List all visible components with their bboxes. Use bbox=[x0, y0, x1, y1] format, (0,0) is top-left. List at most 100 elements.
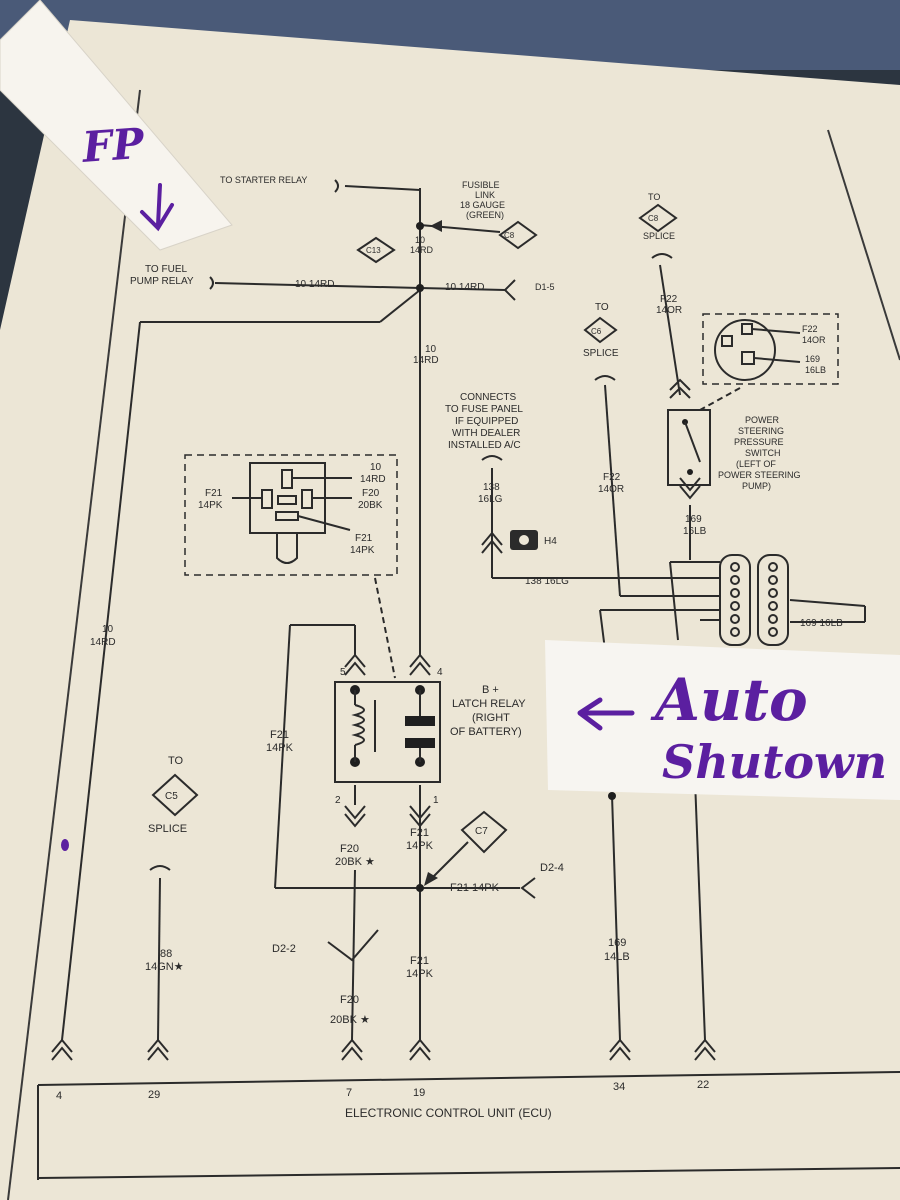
label-16lg: 16LG bbox=[478, 494, 503, 505]
label-detail-20bk: 20BK bbox=[358, 500, 383, 511]
label-wire-10-14rd-left: 10 14RD bbox=[295, 279, 334, 290]
label-14pk-a: 14PK bbox=[406, 840, 434, 852]
paper-page bbox=[0, 20, 900, 1200]
label-f20-a: F20 bbox=[340, 843, 359, 855]
ps-switch-detail bbox=[667, 313, 839, 486]
label-14pk-b: 14PK bbox=[406, 968, 434, 980]
label-10-mid: 10 bbox=[425, 344, 437, 355]
c7-pointer bbox=[427, 841, 469, 883]
label-detail-14pk: 14PK bbox=[198, 500, 223, 511]
label-ps-16lb: 16LB bbox=[805, 365, 826, 375]
label-14lb-bottom: 14LB bbox=[604, 951, 630, 963]
ecu-pin-29: 29 bbox=[148, 1089, 160, 1101]
h4-connector bbox=[510, 530, 538, 550]
ink-mark bbox=[61, 839, 69, 851]
ecu-box bbox=[37, 1071, 900, 1180]
fp-down-arrow-icon bbox=[140, 183, 174, 232]
fp-sticky-note: FP bbox=[0, 0, 233, 251]
label-connects-3: IF EQUIPPED bbox=[455, 416, 518, 427]
page-border-left bbox=[7, 89, 141, 1200]
ecu-pin-19: 19 bbox=[413, 1087, 425, 1099]
label-20bk-a: 20BK ★ bbox=[335, 856, 375, 868]
label-fusible-2: LINK bbox=[475, 190, 495, 200]
left-arrow-icon bbox=[577, 697, 635, 731]
diamond-c6: C6 bbox=[591, 327, 602, 336]
junction-dots bbox=[416, 222, 616, 892]
c7-arrowhead bbox=[424, 872, 438, 886]
latch-relay bbox=[334, 681, 441, 783]
label-ps-4: SWITCH bbox=[745, 448, 781, 458]
label-f21-b: F21 bbox=[410, 955, 429, 967]
label-14gn: 14GN★ bbox=[145, 961, 184, 973]
fusible-arrow bbox=[430, 220, 442, 232]
label-connects-1: CONNECTS bbox=[460, 392, 516, 403]
label-ps-7: PUMP) bbox=[742, 481, 771, 491]
diamond-c8-a: C8 bbox=[504, 231, 515, 240]
ecu-pin-22: 22 bbox=[697, 1079, 709, 1091]
label-detail-f21: F21 bbox=[205, 488, 223, 499]
label-detail-f20: F20 bbox=[362, 488, 380, 499]
label-138: 138 bbox=[483, 482, 500, 493]
label-splice-c5: SPLICE bbox=[148, 823, 187, 835]
label-detail-f21b: F21 bbox=[355, 533, 373, 544]
fp-note-text: FP bbox=[80, 119, 147, 172]
ecu-title: ELECTRONIC CONTROL UNIT (ECU) bbox=[345, 1106, 552, 1120]
label-ps-14or: 14OR bbox=[802, 335, 826, 345]
label-pin-1: 1 bbox=[433, 795, 439, 806]
label-to-fuel-1: TO FUEL bbox=[145, 264, 187, 275]
label-d2-2: D2-2 bbox=[272, 943, 296, 955]
label-14rd-left: 14RD bbox=[90, 637, 116, 648]
label-wire-169-16lb: 169 16LB bbox=[800, 618, 843, 629]
label-14rd-top: 14RD bbox=[410, 245, 434, 255]
label-ps-f22: F22 bbox=[802, 324, 818, 334]
label-pin-5: 5 bbox=[340, 667, 346, 678]
label-fusible-4: (GREEN) bbox=[466, 210, 504, 220]
label-14rd-mid: 14RD bbox=[413, 355, 439, 366]
label-ps-3: PRESSURE bbox=[734, 437, 784, 447]
shutdown-note-text: Shutown bbox=[662, 735, 887, 789]
label-to-starter-relay: TO STARTER RELAY bbox=[220, 175, 307, 185]
label-splice-c6: SPLICE bbox=[583, 348, 619, 359]
label-wire-10-14rd-right: 10 14RD bbox=[445, 282, 484, 293]
label-ps-2: STEERING bbox=[738, 426, 784, 436]
ecu-pin-4: 4 bbox=[56, 1090, 62, 1102]
label-relay-1: B + bbox=[482, 684, 499, 696]
relay-detail-box bbox=[184, 454, 398, 576]
diamond-c5: C5 bbox=[165, 791, 178, 802]
ecu-pin-7: 7 bbox=[346, 1087, 352, 1099]
label-to-c8: TO bbox=[648, 192, 660, 202]
label-d2-4: D2-4 bbox=[540, 862, 564, 874]
label-fusible-1: FUSIBLE bbox=[462, 180, 500, 190]
label-fusible-3: 18 GAUGE bbox=[460, 200, 505, 210]
label-ps-5: (LEFT OF bbox=[736, 459, 776, 469]
label-20bk-b: 20BK ★ bbox=[330, 1014, 370, 1026]
label-10-top: 10 bbox=[415, 235, 425, 245]
label-f22-mid: F22 bbox=[603, 472, 621, 483]
label-h4: H4 bbox=[544, 536, 557, 547]
auto-note-text: Auto bbox=[650, 666, 808, 734]
label-14pk-loop: 14PK bbox=[266, 742, 294, 754]
label-88: 88 bbox=[160, 948, 172, 960]
label-detail-14pkb: 14PK bbox=[350, 545, 375, 556]
label-pin-2: 2 bbox=[335, 795, 341, 806]
label-detail-14rd: 14RD bbox=[360, 474, 386, 485]
label-ps-169: 169 bbox=[805, 354, 820, 364]
ecu-pin-34: 34 bbox=[613, 1081, 625, 1093]
ecu-pin-chevrons bbox=[51, 179, 716, 1061]
label-detail-10: 10 bbox=[370, 462, 382, 473]
label-connects-2: TO FUSE PANEL bbox=[445, 404, 523, 415]
diamond-c8-b: C8 bbox=[648, 214, 659, 223]
page-border-right bbox=[827, 129, 900, 361]
label-to-c6: TO bbox=[595, 302, 609, 313]
label-relay-4: OF BATTERY) bbox=[450, 726, 522, 738]
diamond-c7: C7 bbox=[475, 826, 488, 837]
label-d1-5: D1-5 bbox=[535, 282, 555, 292]
label-pin-4: 4 bbox=[437, 667, 443, 678]
label-14or-top: 14OR bbox=[656, 305, 682, 316]
label-10-left: 10 bbox=[102, 624, 114, 635]
label-wire-f21-14pk: F21 14PK bbox=[450, 882, 500, 894]
label-f21-loop: F21 bbox=[270, 729, 289, 741]
label-169-bottom: 169 bbox=[608, 937, 626, 949]
